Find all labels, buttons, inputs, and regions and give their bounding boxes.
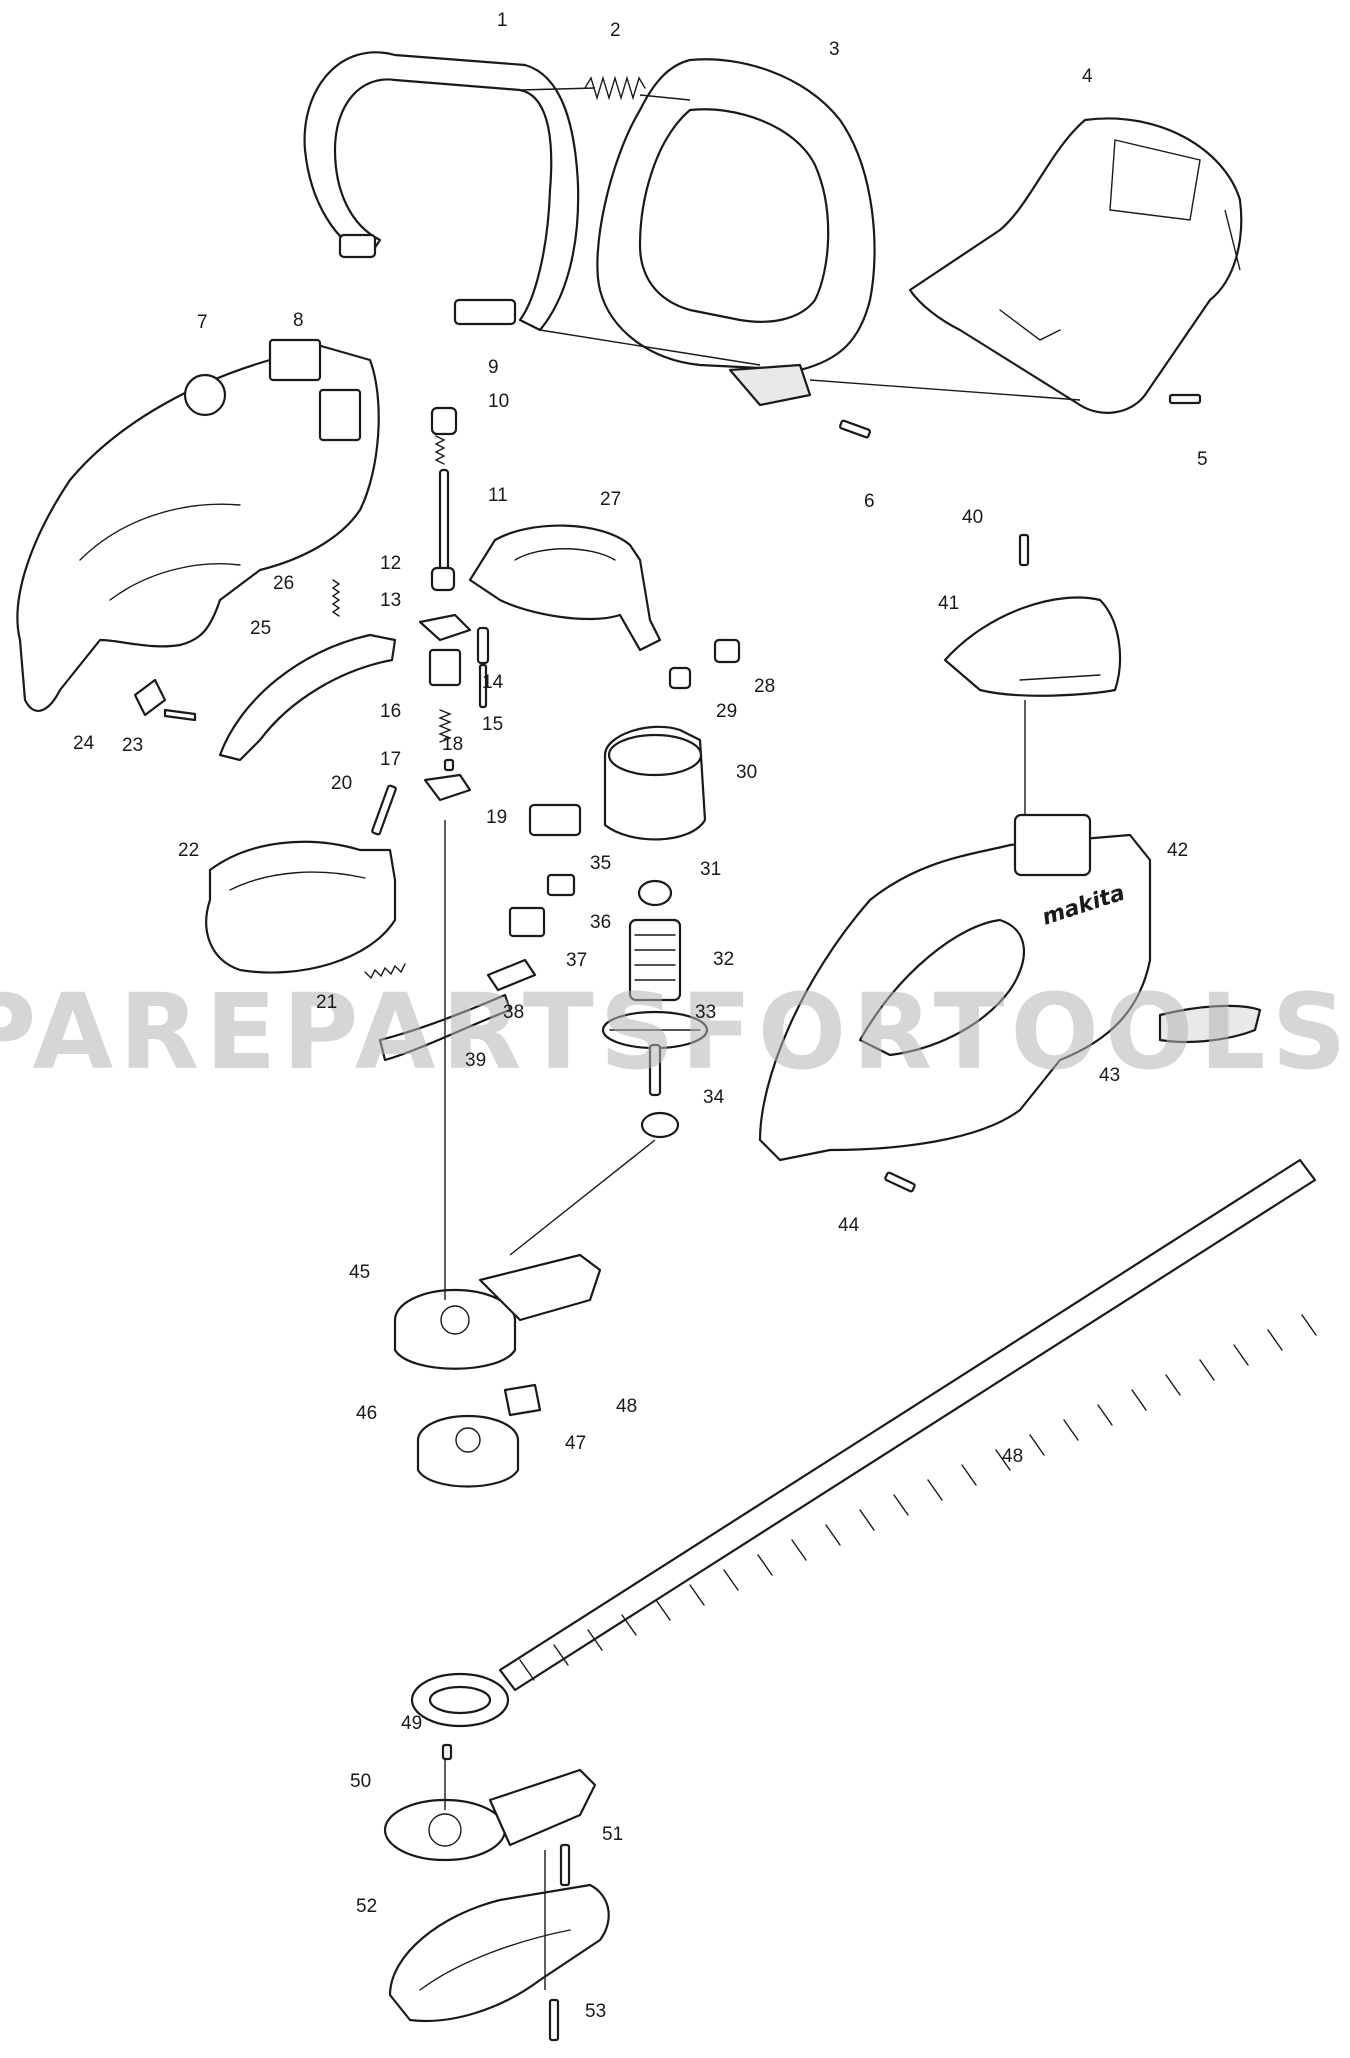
main-housing: makita [758, 813, 1152, 1162]
part-label: 50 [350, 1771, 371, 1792]
part-label: 39 [465, 1050, 486, 1071]
part-label: 15 [482, 714, 503, 735]
part-label: 14 [482, 672, 504, 693]
part-label: 10 [488, 391, 509, 412]
terminal-block-37 [508, 906, 546, 938]
part-label: 23 [122, 735, 143, 756]
spring-21 [364, 963, 406, 980]
part-label: 35 [590, 853, 611, 874]
part-label: 53 [585, 2001, 606, 2022]
brush-bracket [468, 524, 662, 652]
part-label: 11 [488, 485, 508, 506]
gear-cover [383, 1768, 597, 1862]
screw-20 [371, 784, 397, 836]
carbon-brush-28 [713, 638, 741, 664]
part-label: 33 [695, 1002, 716, 1023]
part-label: 22 [178, 840, 199, 861]
trigger-lever [218, 579, 397, 762]
screw-6 [838, 419, 872, 439]
part-label: 7 [197, 312, 208, 333]
part-label: 12 [380, 553, 401, 574]
part-label: 6 [864, 491, 875, 512]
part-label: 42 [1167, 840, 1188, 861]
switch-35 [528, 803, 582, 837]
screw-53 [548, 1998, 560, 2042]
part-label: 20 [331, 773, 352, 794]
screw-40 [1018, 533, 1030, 567]
part-label: 40 [962, 507, 983, 528]
part-label: 13 [380, 590, 401, 611]
part-labels: 1 2 3 4 5 6 7 8 9 10 11 12 13 14 15 16 1… [73, 10, 1208, 2022]
screw-5 [1168, 393, 1202, 405]
watermark: PAREPARTSFORTOOLS.COM.A [0, 971, 1350, 1093]
part-label: 45 [349, 1262, 370, 1283]
part-label: 28 [754, 676, 775, 697]
part-label: 21 [316, 992, 337, 1013]
part-label: 16 [380, 701, 401, 722]
part-label: 48 [616, 1396, 637, 1417]
part-label: 1 [497, 10, 508, 31]
part-label: 9 [488, 357, 499, 378]
part-label: 19 [486, 807, 507, 828]
part-label: 51 [602, 1824, 623, 1845]
switch-lever-parts [418, 613, 490, 802]
part-label: 5 [1197, 449, 1208, 470]
armature [601, 918, 709, 1097]
part-label: 26 [273, 573, 294, 594]
o-ring [183, 373, 227, 417]
part-label: 18 [442, 734, 463, 755]
handle-cover [596, 58, 876, 407]
bottom-cover [388, 1883, 610, 2022]
bearing-34 [640, 1111, 680, 1139]
part-label: 31 [700, 859, 721, 880]
part-label: 46 [356, 1403, 377, 1424]
bearing-31 [637, 879, 673, 907]
part-label: 43 [1099, 1065, 1120, 1086]
part-label: 52 [356, 1896, 377, 1917]
screw-51 [559, 1843, 571, 1887]
part-label: 24 [73, 733, 95, 754]
part-label: 34 [703, 1087, 725, 1108]
part-label: 4 [1082, 66, 1093, 87]
top-cover [908, 117, 1243, 414]
leader-lines [444, 87, 1241, 1990]
part-label: 41 [938, 593, 959, 614]
part-label: 49 [401, 1713, 422, 1734]
part-label: 38 [503, 1002, 524, 1023]
part-label: 27 [600, 489, 621, 510]
front-handle-loop [303, 51, 580, 332]
gear-housing [393, 1253, 602, 1370]
part-label: 36 [590, 912, 611, 933]
shear-blade [410, 1158, 1317, 1728]
field-stator [603, 725, 707, 841]
screw-44 [884, 1171, 916, 1193]
clip-and-screw [133, 678, 197, 722]
cord-guard-38 [486, 958, 537, 992]
capacitor-36 [546, 873, 576, 897]
front-guard [205, 840, 397, 974]
part-label: 30 [736, 762, 757, 783]
part-label: 32 [713, 949, 734, 970]
spring-2 [584, 75, 646, 101]
part-label: 37 [566, 950, 587, 971]
crank-gear [416, 1414, 520, 1488]
part-label: 29 [716, 701, 737, 722]
part-label: 17 [380, 749, 401, 770]
part-label: 25 [250, 618, 271, 639]
switch-cover [943, 596, 1122, 697]
lock-pin-assembly [430, 406, 458, 592]
pin-49 [441, 1743, 453, 1761]
part-label: 2 [610, 20, 621, 41]
motor-housing-left [16, 338, 380, 712]
part-label: 44 [838, 1215, 860, 1236]
part-label: 48 [1002, 1446, 1023, 1467]
part-label: 8 [293, 310, 304, 331]
part-label: 3 [829, 39, 840, 60]
retainer-47 [503, 1383, 542, 1417]
grip-plate [1158, 1004, 1262, 1044]
carbon-brush-29 [668, 666, 692, 690]
part-label: 47 [565, 1433, 586, 1454]
